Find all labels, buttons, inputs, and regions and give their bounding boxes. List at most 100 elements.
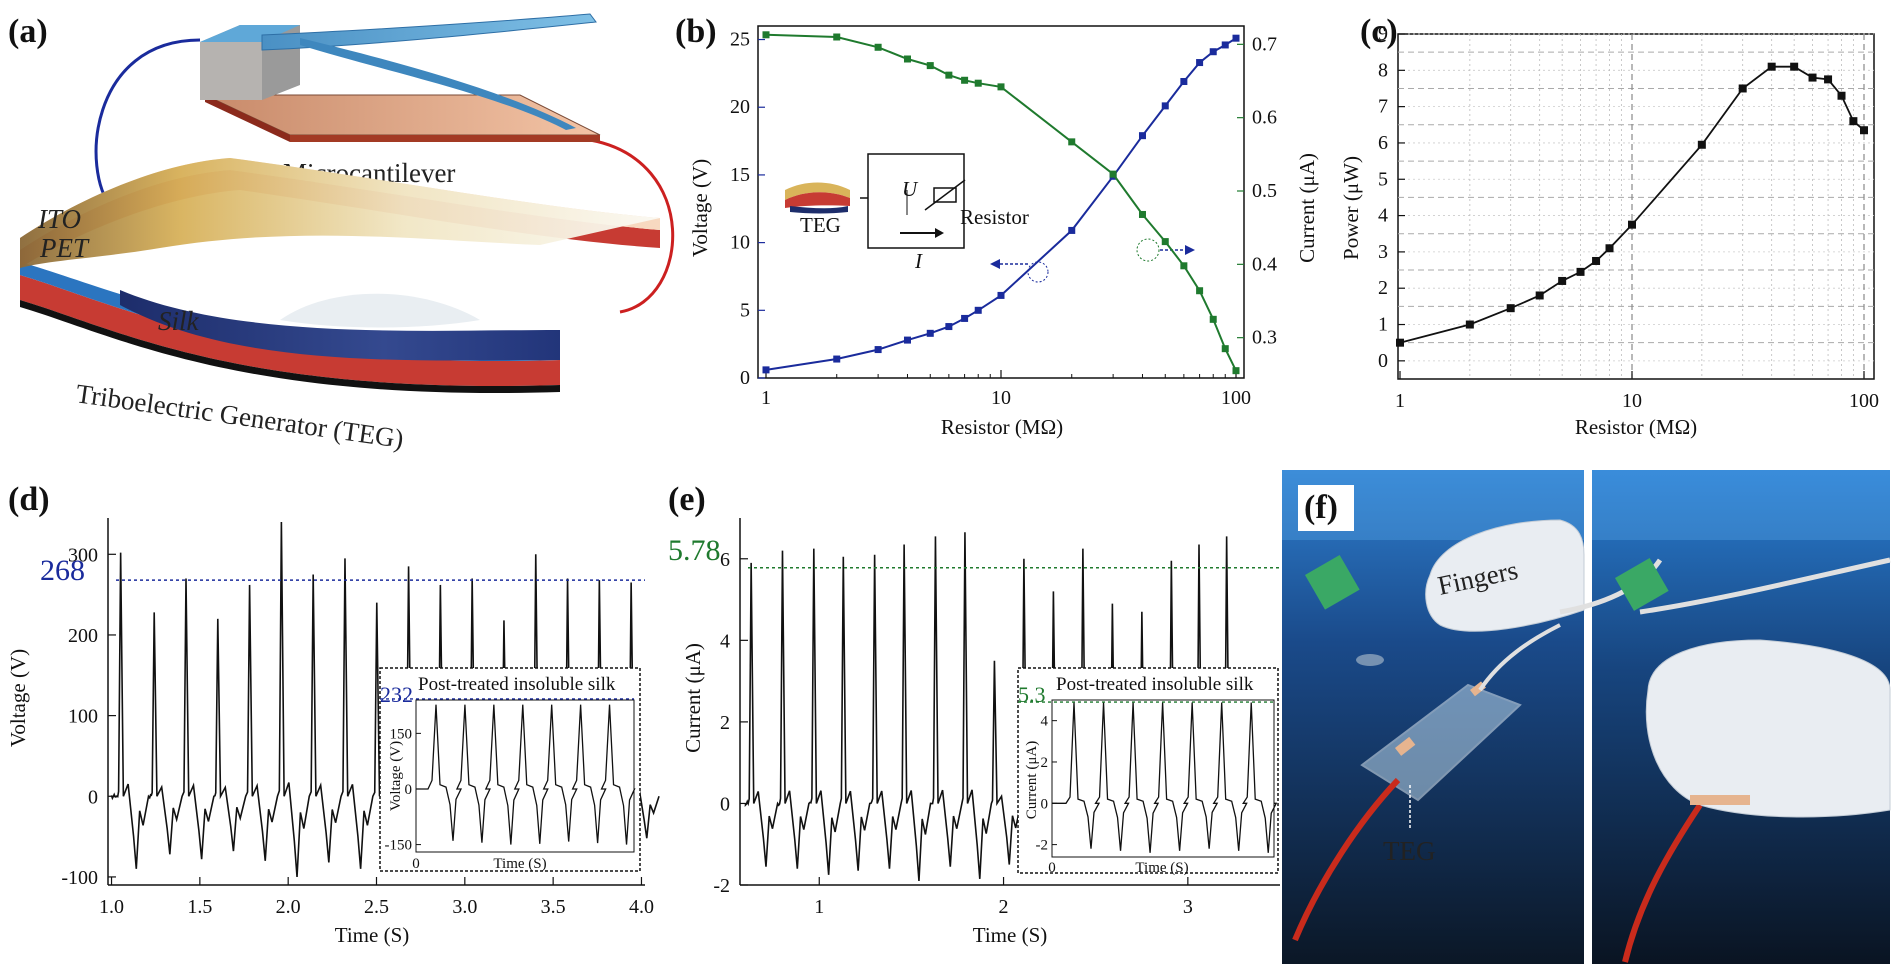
- y-tick-label-d: 100: [68, 706, 98, 728]
- voltage-point: [997, 291, 1005, 299]
- power-point: [1849, 117, 1858, 126]
- power-point: [1592, 256, 1601, 265]
- y-axis-label-voltage: Voltage (V): [688, 159, 712, 257]
- x-tick-label-d: 3.5: [541, 896, 566, 918]
- panel-label-a: (a): [8, 13, 48, 50]
- x-axis-label-b: Resistor (MΩ): [941, 415, 1063, 439]
- inset-teg-label: TEG: [800, 213, 841, 237]
- y2-tick-label-b: 0.6: [1252, 107, 1277, 129]
- panel-label-e: (e): [668, 481, 706, 518]
- inset-trace-d: [416, 704, 636, 845]
- inset-i-label: I: [914, 249, 923, 273]
- x-tick-label-c: 100: [1849, 390, 1879, 412]
- y-tick-label-c: 9: [1378, 23, 1388, 45]
- inset-title-d: Post-treated insoluble silk: [418, 674, 616, 695]
- finger-left: [1425, 519, 1585, 632]
- inset-y-tick-label-e: 2: [1041, 755, 1049, 771]
- voltage-point: [1209, 48, 1217, 56]
- power-point: [1535, 291, 1544, 300]
- panel-a-illustration: (a) Microcantilever ITO PET: [8, 13, 675, 454]
- y-tick-label-b: 10: [730, 232, 750, 254]
- current-point: [945, 71, 953, 79]
- inset-xtick-d: 0: [412, 856, 420, 872]
- y2-tick-label-b: 0.5: [1252, 180, 1277, 202]
- series-indicator-voltage: [990, 259, 1049, 283]
- y-tick-label-c: 6: [1378, 132, 1388, 154]
- y-tick-label-d: 0: [88, 786, 98, 808]
- voltage-point: [945, 323, 953, 331]
- x-axis-label-c: Resistor (MΩ): [1575, 415, 1697, 439]
- finger-right: [1645, 639, 1891, 818]
- y-tick-label-b: 15: [730, 164, 750, 186]
- panel-f-photos: Fingers TEG (f): [1282, 470, 1891, 964]
- voltage-point: [762, 366, 770, 374]
- voltage-point: [903, 336, 911, 344]
- y-axis-label-d: Voltage (V): [6, 649, 30, 747]
- power-point: [1860, 126, 1868, 135]
- voltage-point: [1180, 78, 1188, 86]
- inset-ref-e: 5.3: [1018, 682, 1046, 707]
- x-tick-label-e: 1: [814, 896, 824, 918]
- panel-label-b: (b): [675, 13, 717, 50]
- x-axis-label-e: Time (S): [973, 923, 1048, 947]
- current-point: [974, 79, 982, 87]
- y-tick-label-b: 0: [740, 367, 750, 389]
- voltage-point: [1138, 132, 1146, 140]
- y-tick-label-e: 0: [720, 793, 730, 815]
- panel-b-chart: (b) Voltage (V) Current (μA) Resistor (M…: [675, 13, 1319, 439]
- power-point: [1824, 75, 1833, 84]
- current-point: [1232, 367, 1240, 375]
- current-point: [1068, 138, 1076, 146]
- panel-label-f: (f): [1304, 489, 1338, 526]
- y-axis-label-power: Power (μW): [1339, 156, 1363, 260]
- power-point: [1837, 91, 1846, 100]
- panel-label-d: (d): [8, 481, 50, 518]
- inset-xlabel-d: Time (S): [493, 856, 546, 872]
- circuit-inset: [785, 153, 966, 249]
- x-tick-label-d: 1.5: [187, 896, 212, 918]
- voltage-point: [961, 314, 969, 322]
- y-tick-label-b: 25: [730, 29, 750, 51]
- current-point: [903, 55, 911, 63]
- y-tick-label-c: 5: [1378, 168, 1388, 190]
- y-tick-label-e: 6: [720, 549, 730, 571]
- pet-label: PET: [39, 233, 90, 263]
- current-point: [1209, 315, 1217, 323]
- x-tick-label-c: 1: [1395, 390, 1405, 412]
- wire-blue: [94, 38, 201, 209]
- y-tick-label-e: -2: [713, 875, 730, 897]
- inset-y-tick-label-e: 4: [1041, 714, 1049, 730]
- x-tick-label-d: 2.0: [276, 896, 301, 918]
- power-point: [1465, 320, 1474, 329]
- y-tick-label-c: 3: [1378, 241, 1388, 263]
- power-point: [1605, 244, 1614, 253]
- power-point: [1576, 267, 1585, 276]
- inset-y-tick-label-e: 0: [1041, 796, 1049, 812]
- panel-f-label-box: [1298, 485, 1354, 531]
- reference-value-d: 268: [40, 554, 85, 587]
- voltage-point: [974, 306, 982, 314]
- voltage-point: [833, 355, 841, 363]
- x-tick-label-d: 3.0: [452, 896, 477, 918]
- y-tick-label-c: 1: [1378, 314, 1388, 336]
- y-axis-label-e: Current (μA): [681, 643, 705, 753]
- inset-ref-d: 232: [380, 682, 413, 707]
- current-point: [1138, 210, 1146, 218]
- y2-tick-label-b: 0.7: [1252, 33, 1277, 55]
- inset-y-tick-label-e: -2: [1036, 838, 1049, 854]
- teg-caption: Triboelectric Generator (TEG): [74, 378, 405, 454]
- voltage-point: [1221, 41, 1229, 49]
- y2-tick-label-b: 0.3: [1252, 327, 1277, 349]
- current-point: [1109, 170, 1117, 178]
- inset-ylabel-d: Voltage (V): [388, 741, 404, 811]
- y-tick-label-d: 300: [68, 544, 98, 566]
- power-point: [1558, 276, 1567, 285]
- inset-xtick-e: 0: [1048, 860, 1056, 876]
- inset-y-tick-label-d: 0: [405, 782, 413, 798]
- y-tick-label-e: 2: [720, 712, 730, 734]
- voltage-point: [874, 346, 882, 354]
- x-tick-label-d: 1.0: [99, 896, 124, 918]
- wire-red: [589, 138, 675, 314]
- power-point: [1396, 338, 1404, 347]
